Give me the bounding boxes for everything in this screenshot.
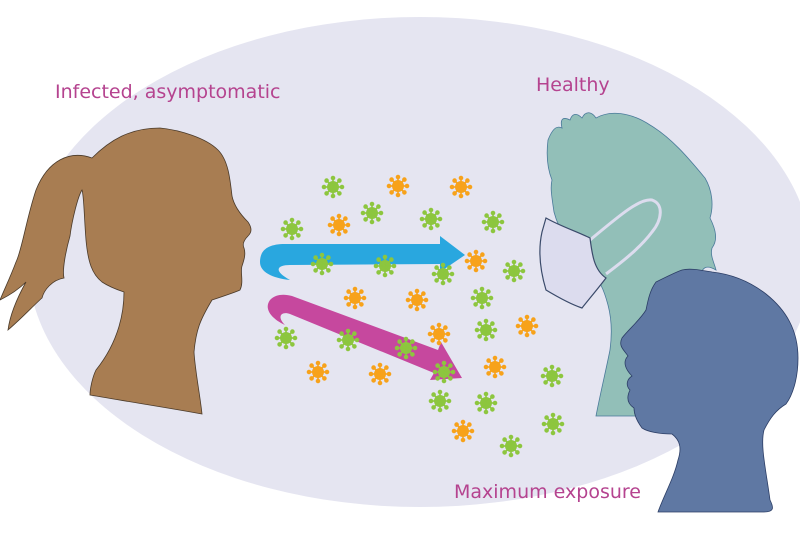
virus-orange-icon — [327, 213, 351, 237]
virus-orange-icon — [343, 286, 367, 310]
virus-green-icon — [310, 252, 334, 276]
virus-green-icon — [499, 434, 523, 458]
virus-green-icon — [419, 207, 443, 231]
virus-green-icon — [428, 389, 452, 413]
virus-orange-icon — [306, 360, 330, 384]
magenta-arrow-icon — [267, 294, 462, 380]
virus-orange-icon — [386, 174, 410, 198]
face-mask-icon — [539, 198, 662, 309]
virus-orange-icon — [451, 419, 475, 443]
virus-orange-icon — [515, 314, 539, 338]
virus-green-icon — [394, 336, 418, 360]
virus-green-icon — [474, 391, 498, 415]
woman-silhouette-icon — [0, 127, 252, 415]
virus-green-icon — [502, 259, 526, 283]
child-silhouette-icon — [620, 268, 799, 513]
virus-green-icon — [360, 201, 384, 225]
virus-orange-icon — [449, 175, 473, 199]
blue-arrow-icon — [260, 236, 465, 280]
healthy-label: Healthy — [536, 74, 610, 96]
virus-green-icon — [373, 254, 397, 278]
maximum-exposure-label: Maximum exposure — [454, 481, 641, 503]
virus-green-icon — [321, 175, 345, 199]
infected-label: Infected, asymptomatic — [55, 81, 281, 103]
virus-green-icon — [541, 412, 565, 436]
virus-orange-icon — [483, 355, 507, 379]
virus-green-icon — [432, 360, 456, 384]
virus-green-icon — [540, 364, 564, 388]
virus-green-icon — [474, 318, 498, 342]
virus-orange-icon — [464, 249, 488, 273]
virus-green-icon — [470, 286, 494, 310]
virus-green-icon — [274, 326, 298, 350]
virus-orange-icon — [368, 362, 392, 386]
virus-orange-icon — [427, 322, 451, 346]
virus-green-icon — [481, 210, 505, 234]
virus-green-icon — [431, 262, 455, 286]
virus-green-icon — [336, 328, 360, 352]
virus-green-icon — [280, 217, 304, 241]
virus-orange-icon — [405, 288, 429, 312]
